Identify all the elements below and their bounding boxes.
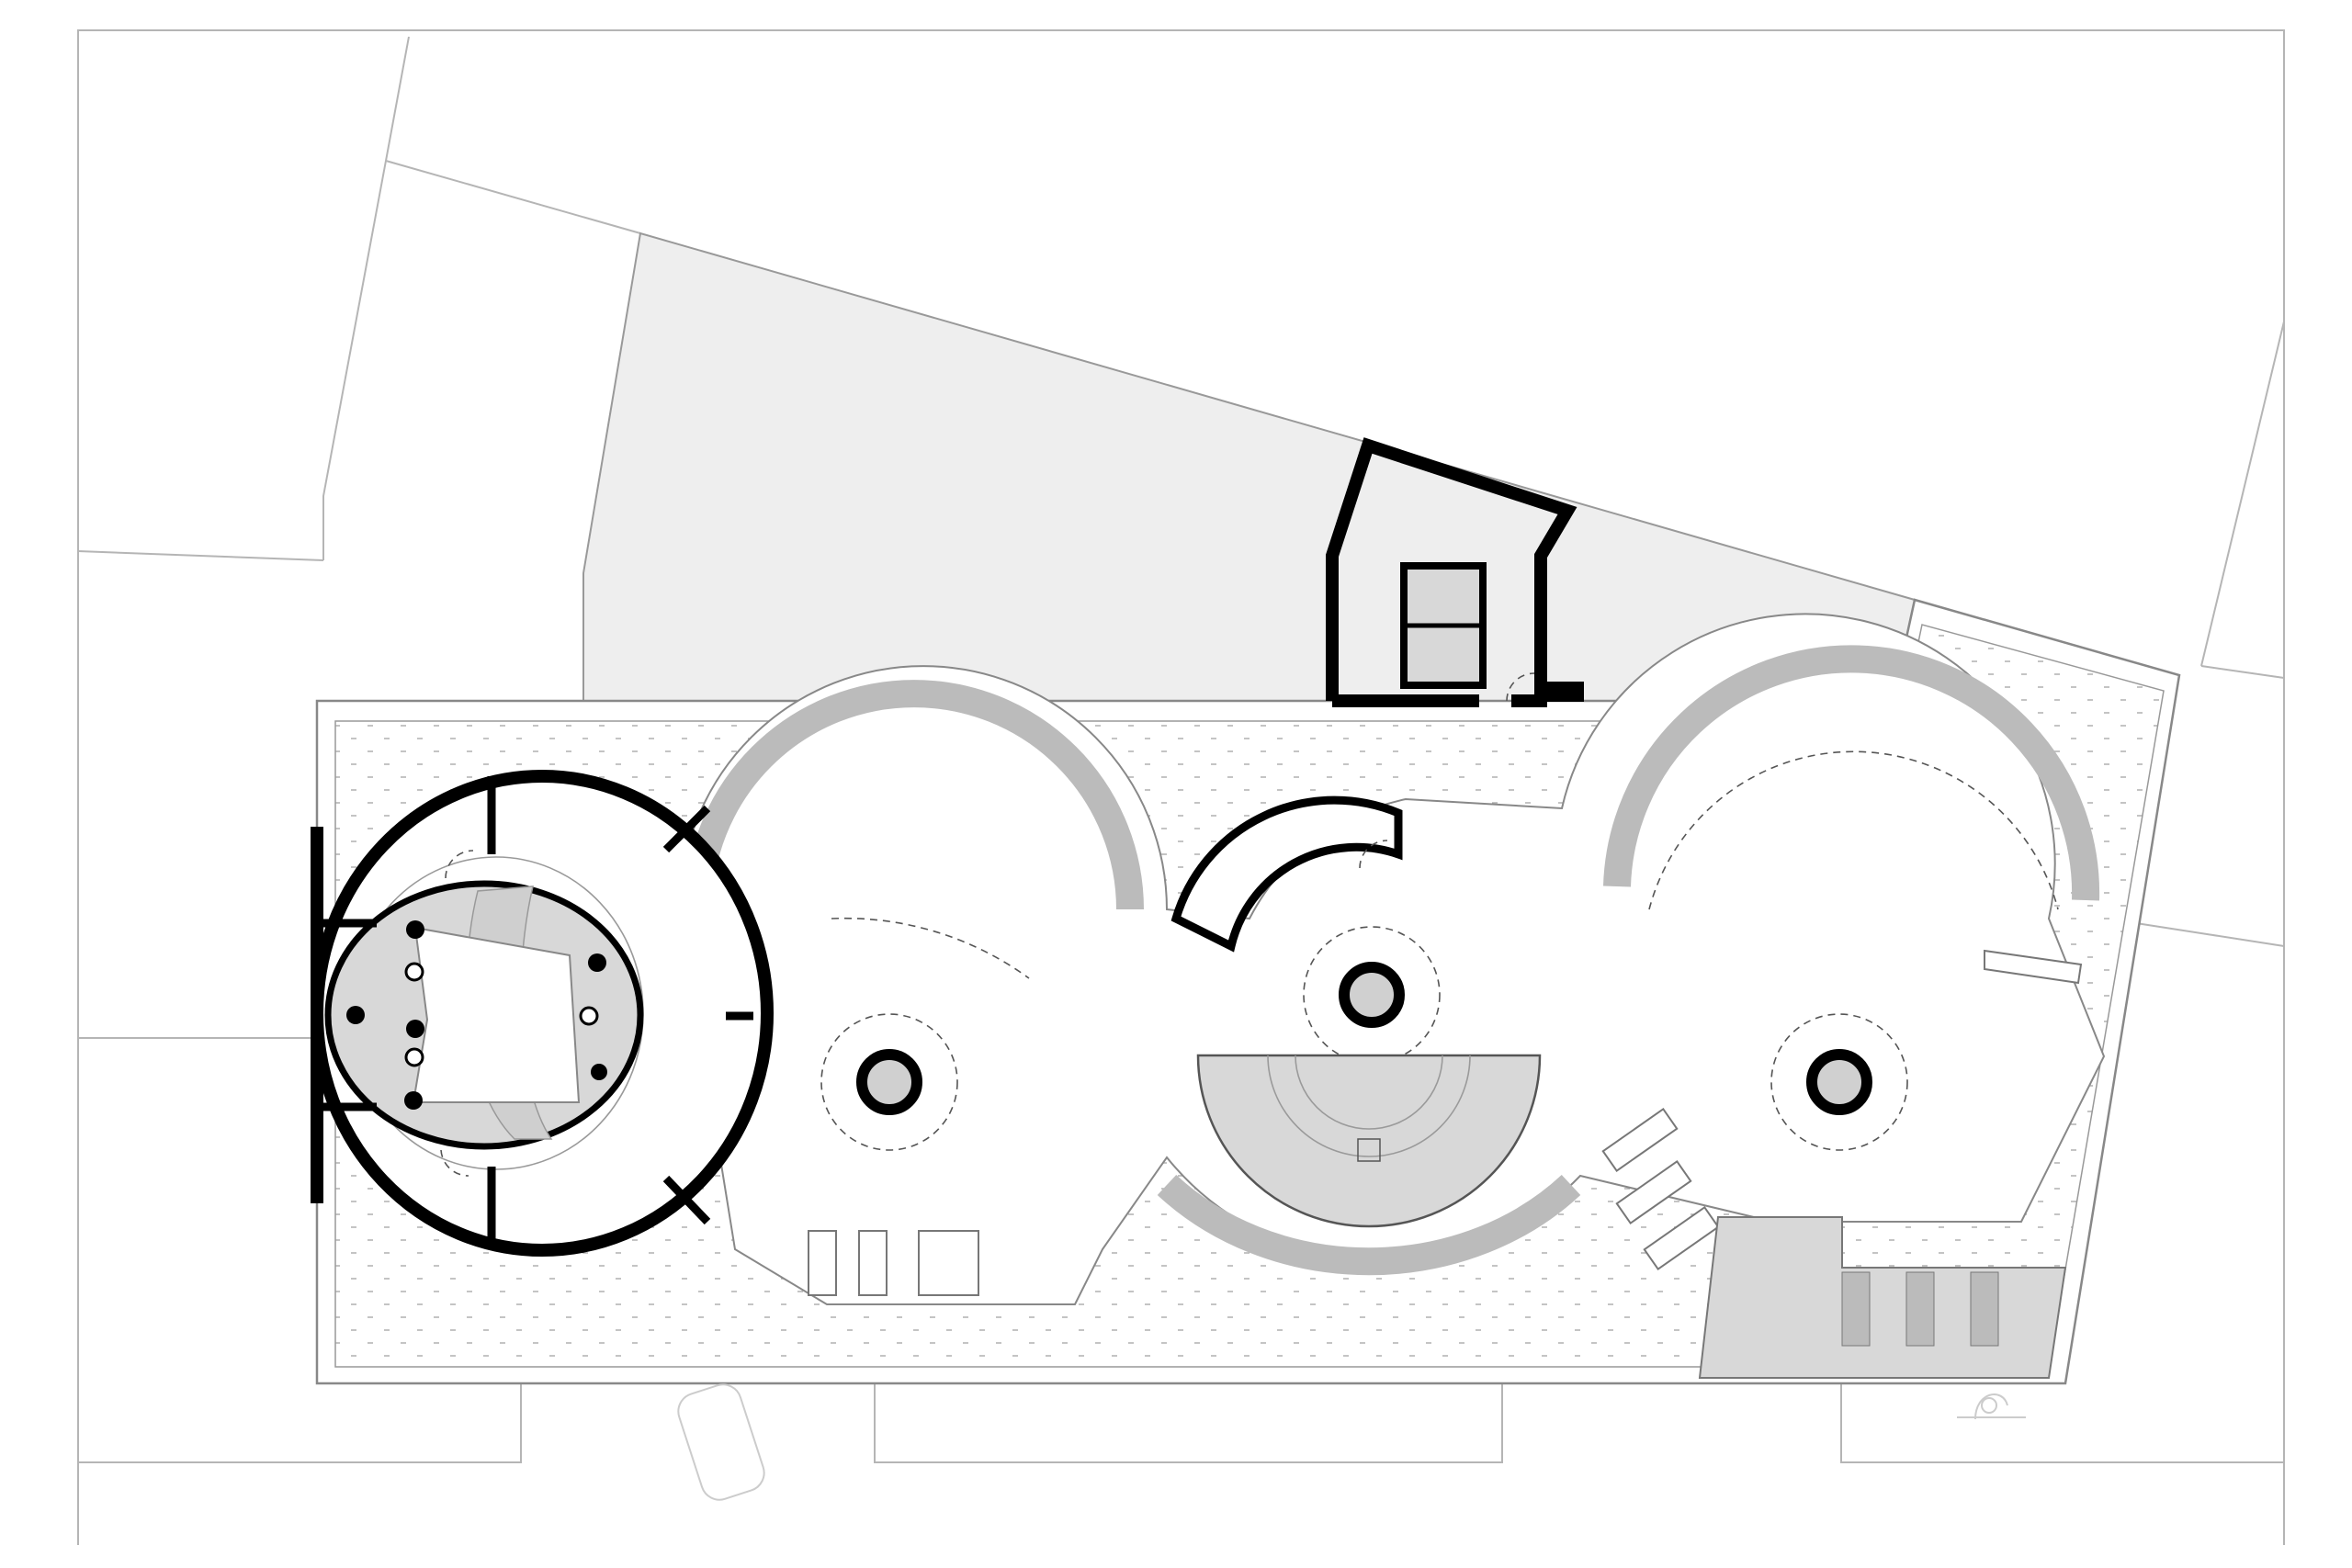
amphitheatre — [1196, 1054, 1542, 1228]
bicycle-symbol — [1957, 1393, 2026, 1420]
circular-building — [317, 770, 774, 1257]
benches — [808, 1108, 1720, 1296]
curved-stair — [1170, 795, 1403, 953]
car-outline — [677, 1383, 765, 1501]
columns — [346, 920, 607, 1110]
tree-pits — [820, 926, 1908, 1151]
pavilion — [1326, 437, 1584, 707]
service-area — [1698, 949, 2083, 1379]
plaza — [678, 613, 2106, 1305]
site-boundaries — [77, 29, 2285, 1545]
